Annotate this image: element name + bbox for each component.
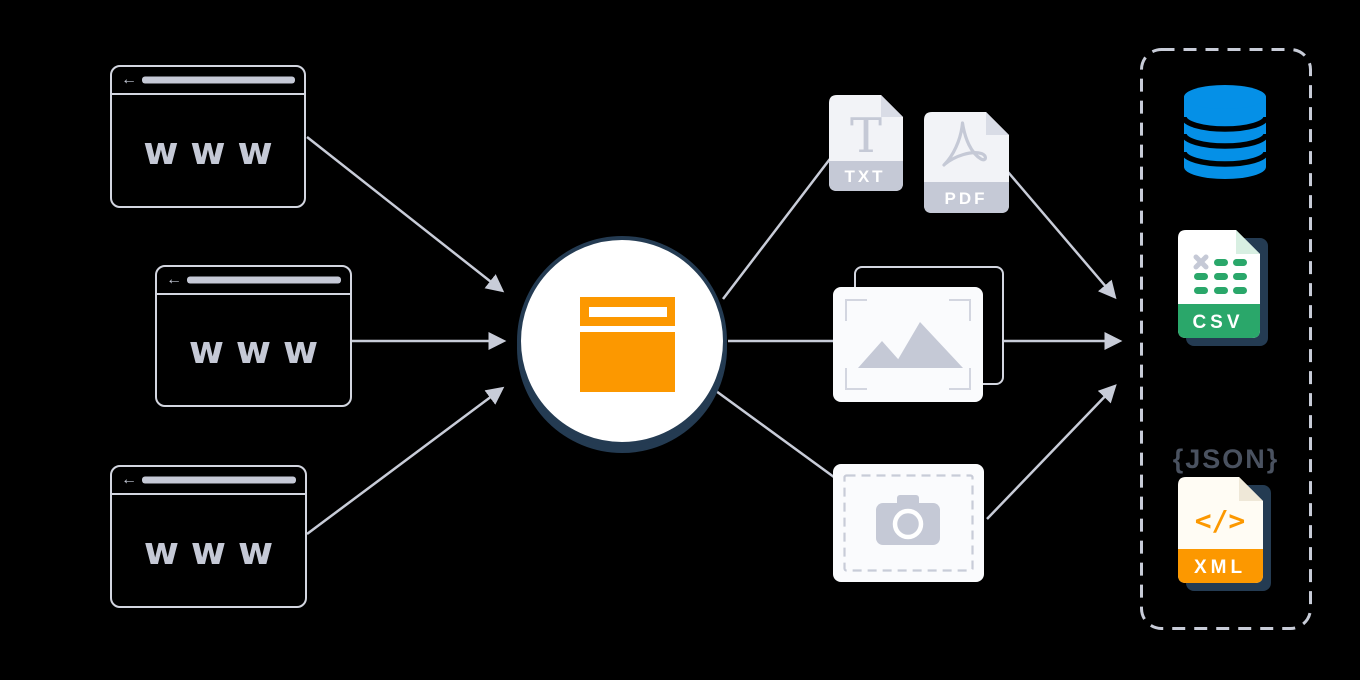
- pdf-label: PDF: [945, 189, 988, 208]
- www-label: www: [188, 328, 331, 372]
- screenshot-card: [833, 464, 984, 582]
- line-scraper-to-documents: [722, 150, 837, 300]
- file-band: [1178, 549, 1263, 583]
- address-bar: [142, 476, 296, 484]
- www-label: www: [143, 528, 286, 573]
- txt-file-icon: T TXT: [829, 95, 903, 191]
- pdf-file-icon: PDF: [924, 112, 1009, 213]
- browser-titlebar: ←: [112, 467, 305, 495]
- file-fold: [881, 95, 903, 117]
- image-file-icon: [833, 287, 983, 402]
- back-arrow-icon: ←: [121, 71, 137, 88]
- file-band: [1178, 304, 1260, 338]
- viewfinder-bracket-icon: [845, 368, 867, 390]
- json-label: {JSON}: [1172, 444, 1280, 474]
- xml-label: XML: [1194, 557, 1246, 578]
- arrow-documents-to-outputs: [1007, 171, 1117, 300]
- scraper-icon-address-stripe: [589, 307, 667, 317]
- letter-t-glyph: T: [850, 108, 882, 164]
- arrow-screenshot-to-outputs: [986, 384, 1117, 520]
- file-fold: [986, 112, 1009, 135]
- file-fold: [1239, 477, 1263, 501]
- line-scraper-to-screenshot: [715, 389, 839, 482]
- browser-titlebar: ←: [157, 267, 350, 295]
- csv-file-icon: CSV: [1178, 230, 1268, 346]
- arrow-browser1-to-scraper: [306, 136, 505, 293]
- output-panel-dashed-border: [1140, 48, 1312, 630]
- screenshot-dashed-frame: [843, 474, 974, 572]
- address-bar: [187, 276, 341, 284]
- browser-window-3: ← www: [110, 465, 307, 608]
- browser-titlebar: ←: [112, 67, 304, 95]
- viewfinder-bracket-icon: [949, 368, 971, 390]
- back-arrow-icon: ←: [166, 271, 182, 288]
- xml-file-icon: </> XML: [1178, 477, 1271, 591]
- address-bar: [142, 76, 295, 84]
- scraper-circle: [517, 236, 727, 446]
- file-fold: [1236, 230, 1260, 254]
- scraper-icon-body: [580, 332, 675, 392]
- browser-window-2: ← www: [155, 265, 352, 407]
- back-arrow-icon: ←: [121, 471, 137, 488]
- viewfinder-bracket-icon: [949, 299, 971, 321]
- camera-icon: [876, 495, 940, 545]
- browser-window-1: ← www: [110, 65, 306, 208]
- output-panel: CSV {JSON} </> XML: [1140, 48, 1312, 630]
- file-band: [924, 182, 1009, 213]
- www-label: www: [143, 128, 285, 173]
- pdf-swirl-icon: [942, 121, 987, 167]
- arrow-browser3-to-scraper: [306, 386, 505, 536]
- database-icon: [1183, 85, 1267, 179]
- txt-label: TXT: [844, 167, 885, 186]
- csv-label: CSV: [1192, 312, 1243, 333]
- file-band: [829, 161, 903, 191]
- code-tag-icon: </>: [1195, 504, 1246, 537]
- spreadsheet-grid-icon: [1193, 254, 1247, 294]
- mountains-icon: [858, 322, 963, 368]
- viewfinder-bracket-icon: [845, 299, 867, 321]
